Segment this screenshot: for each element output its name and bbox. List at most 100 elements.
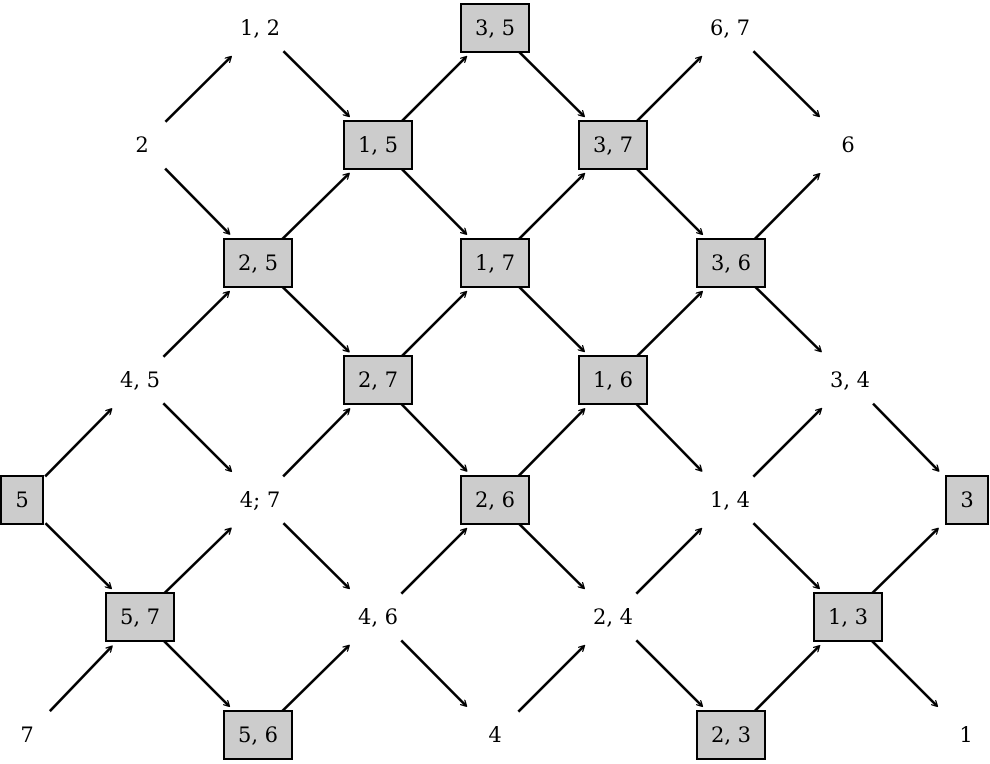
node-n13: 1, 3 bbox=[813, 592, 883, 642]
node-box bbox=[223, 238, 293, 288]
node-box bbox=[813, 592, 883, 642]
edge-arrow-n4s7-n27 bbox=[282, 409, 349, 478]
node-box bbox=[696, 710, 766, 760]
node-n14: 1, 4 bbox=[710, 488, 750, 512]
node-label: 2 bbox=[135, 133, 148, 157]
edge-arrow-n17-n37 bbox=[517, 174, 584, 241]
edge-arrow-n26-n24 bbox=[517, 522, 583, 588]
edge-arrow-n7-n57 bbox=[48, 647, 112, 713]
edge-arrow-n57-n4s7 bbox=[162, 529, 231, 595]
node-label: 1 bbox=[959, 723, 972, 747]
edge-arrow-n25-n15 bbox=[280, 174, 349, 241]
edge-arrow-n46-n26 bbox=[400, 529, 466, 595]
node-label: 1, 6 bbox=[593, 368, 633, 392]
node-label: 1, 5 bbox=[358, 133, 398, 157]
node-n4s7: 4; 7 bbox=[240, 488, 280, 512]
node-label: 2, 5 bbox=[238, 251, 278, 275]
node-label: 5 bbox=[15, 488, 28, 512]
node-n46: 4, 6 bbox=[358, 605, 398, 629]
node-label: 1, 2 bbox=[240, 16, 280, 40]
node-n24: 2, 4 bbox=[593, 605, 633, 629]
edge-arrow-n45-n4s7 bbox=[162, 402, 231, 471]
edge-arrow-n2-n25 bbox=[164, 167, 229, 234]
node-n27: 2, 7 bbox=[343, 355, 413, 405]
node-n56: 5, 6 bbox=[223, 710, 293, 760]
edge-arrow-n36-n34 bbox=[753, 285, 821, 351]
node-label: 6 bbox=[841, 133, 854, 157]
node-n6: 6 bbox=[841, 133, 854, 157]
edges-layer bbox=[44, 50, 938, 713]
node-label: 2, 4 bbox=[593, 605, 633, 629]
node-label: 1, 3 bbox=[828, 605, 868, 629]
node-box bbox=[578, 355, 648, 405]
edge-arrow-n16-n14 bbox=[635, 402, 701, 471]
node-n45: 4, 5 bbox=[120, 368, 160, 392]
node-n15: 1, 5 bbox=[343, 120, 413, 170]
node-n7: 7 bbox=[20, 723, 33, 747]
node-box bbox=[578, 120, 648, 170]
edge-arrow-n37-n67 bbox=[635, 57, 701, 123]
node-label: 3, 4 bbox=[830, 368, 870, 392]
node-n57: 5, 7 bbox=[105, 592, 175, 642]
edge-arrow-n46-n4 bbox=[400, 639, 466, 705]
edge-arrow-n35-n37 bbox=[517, 50, 583, 116]
node-label: 3 bbox=[960, 488, 973, 512]
edge-arrow-n13-n3 bbox=[870, 529, 938, 595]
edge-arrow-n5-n57 bbox=[44, 522, 110, 588]
edge-arrow-n27-n26 bbox=[400, 402, 466, 471]
edge-arrow-n27-n17 bbox=[400, 292, 466, 358]
node-box bbox=[460, 238, 530, 288]
node-n23: 2, 3 bbox=[696, 710, 766, 760]
node-n3: 3 bbox=[945, 475, 989, 525]
edge-arrow-n2-n12 bbox=[164, 57, 230, 123]
edge-arrow-n5-n45 bbox=[44, 409, 111, 478]
node-label: 4; 7 bbox=[240, 488, 280, 512]
edge-arrow-n34-n3 bbox=[872, 402, 938, 471]
edge-arrow-n25-n27 bbox=[280, 285, 349, 351]
edge-arrow-n14-n34 bbox=[752, 409, 821, 478]
node-label: 5, 6 bbox=[238, 723, 278, 747]
node-label: 3, 7 bbox=[593, 133, 633, 157]
node-n12: 1, 2 bbox=[240, 16, 280, 40]
edge-arrow-n4-n24 bbox=[517, 646, 584, 713]
node-label: 5, 7 bbox=[120, 605, 160, 629]
node-box bbox=[343, 120, 413, 170]
edge-arrow-n67-n6 bbox=[752, 50, 818, 116]
node-box bbox=[223, 710, 293, 760]
node-n26: 2, 6 bbox=[460, 475, 530, 525]
node-box bbox=[460, 475, 530, 525]
edge-arrow-n12-n15 bbox=[282, 50, 348, 116]
node-label: 4, 5 bbox=[120, 368, 160, 392]
node-n25: 2, 5 bbox=[223, 238, 293, 288]
edge-arrow-n23-n13 bbox=[753, 646, 819, 713]
edge-arrow-n4s7-n46 bbox=[282, 522, 348, 588]
edge-arrow-n56-n46 bbox=[280, 646, 349, 713]
node-label: 4 bbox=[488, 723, 501, 747]
node-box bbox=[945, 475, 989, 525]
node-n16: 1, 6 bbox=[578, 355, 648, 405]
edge-arrow-n26-n16 bbox=[517, 409, 584, 478]
edge-arrow-n36-n6 bbox=[753, 174, 819, 241]
edge-arrow-n45-n25 bbox=[162, 292, 228, 358]
node-box bbox=[460, 3, 530, 53]
node-label: 2, 6 bbox=[475, 488, 515, 512]
node-box bbox=[0, 475, 44, 525]
edge-arrow-n16-n36 bbox=[635, 292, 701, 358]
node-label: 4, 6 bbox=[358, 605, 398, 629]
node-n36: 3, 6 bbox=[696, 238, 766, 288]
edge-arrow-n24-n14 bbox=[635, 529, 701, 595]
node-label: 1, 4 bbox=[710, 488, 750, 512]
node-label: 2, 3 bbox=[711, 723, 751, 747]
node-label: 3, 5 bbox=[475, 16, 515, 40]
node-label: 6, 7 bbox=[710, 16, 750, 40]
edge-arrow-n57-n56 bbox=[162, 639, 229, 706]
node-n37: 3, 7 bbox=[578, 120, 648, 170]
nodes-layer: 1, 2 3, 5 6, 7 2 1, 5 3, 7 6 2, 5 1, 7 3, 6 4, 5 2,… bbox=[0, 3, 989, 760]
node-n5: 5 bbox=[0, 475, 44, 525]
node-label: 1, 7 bbox=[475, 251, 515, 275]
edge-arrow-n14-n13 bbox=[752, 522, 818, 588]
edge-arrow-n37-n36 bbox=[635, 167, 702, 234]
node-n67: 6, 7 bbox=[710, 16, 750, 40]
node-box bbox=[105, 592, 175, 642]
